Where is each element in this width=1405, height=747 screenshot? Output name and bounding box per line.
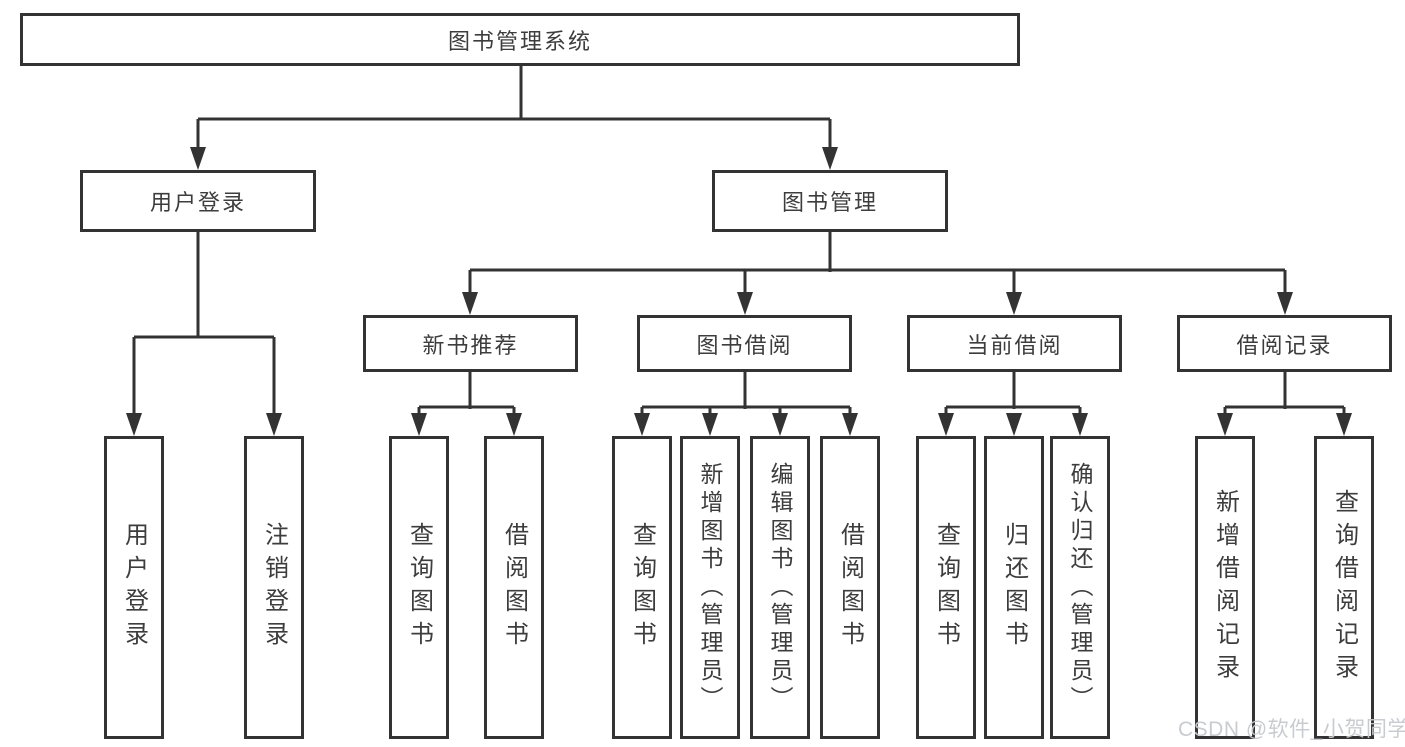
leaf-query-books-borrowing: 查询图书 [612, 436, 672, 739]
leaf-logout-label: 注销登录 [260, 521, 288, 654]
node-new-book-recommend: 新书推荐 [363, 315, 578, 372]
node-root: 图书管理系统 [20, 13, 1020, 66]
leaf-borrow-books-borrowing: 借阅图书 [820, 436, 880, 739]
node-current-borrowing-label: 当前借阅 [966, 332, 1063, 358]
leaf-logout: 注销登录 [244, 436, 304, 739]
node-borrow-records-label: 借阅记录 [1236, 332, 1333, 358]
leaf-query-books-current: 查询图书 [916, 436, 976, 739]
leaf-borrow-books-borrowing-label: 借阅图书 [836, 521, 864, 654]
node-book-management: 图书管理 [712, 170, 948, 232]
leaf-confirm-return-admin: 确认归还（管理员） [1050, 436, 1110, 739]
node-current-borrowing: 当前借阅 [907, 315, 1122, 372]
node-book-borrowing: 图书借阅 [637, 315, 852, 372]
node-user-login: 用户登录 [80, 170, 316, 232]
leaf-edit-book-admin: 编辑图书（管理员） [750, 436, 810, 739]
leaf-return-books: 归还图书 [984, 436, 1044, 739]
leaf-confirm-return-admin-label: 确认归还（管理员） [1067, 461, 1093, 714]
leaf-return-books-label: 归还图书 [1000, 521, 1028, 654]
leaf-add-borrow-record-label: 新增借阅记录 [1211, 488, 1239, 687]
leaf-borrow-books-recommend-label: 借阅图书 [500, 521, 528, 654]
leaf-query-books-borrowing-label: 查询图书 [628, 521, 656, 654]
leaf-add-borrow-record: 新增借阅记录 [1195, 436, 1255, 739]
leaf-query-borrow-record-label: 查询借阅记录 [1330, 488, 1358, 687]
node-borrow-records: 借阅记录 [1177, 315, 1392, 372]
node-book-borrowing-label: 图书借阅 [696, 332, 793, 358]
node-new-book-recommend-label: 新书推荐 [422, 332, 519, 358]
leaf-query-books-current-label: 查询图书 [932, 521, 960, 654]
leaf-query-books-recommend-label: 查询图书 [405, 521, 433, 654]
leaf-add-book-admin-label: 新增图书（管理员） [697, 461, 723, 714]
node-root-label: 图书管理系统 [447, 28, 592, 54]
leaf-query-books-recommend: 查询图书 [389, 436, 449, 739]
leaf-add-book-admin: 新增图书（管理员） [680, 436, 740, 739]
leaf-query-borrow-record: 查询借阅记录 [1314, 436, 1374, 739]
leaf-borrow-books-recommend: 借阅图书 [484, 436, 544, 739]
node-user-login-label: 用户登录 [149, 190, 246, 215]
csdn-watermark: CSDN @软件_小贺同学 [1178, 718, 1405, 741]
leaf-edit-book-admin-label: 编辑图书（管理员） [767, 461, 793, 714]
node-book-management-label: 图书管理 [781, 190, 878, 215]
leaf-user-login-label: 用户登录 [120, 521, 148, 654]
leaf-user-login: 用户登录 [104, 436, 164, 739]
